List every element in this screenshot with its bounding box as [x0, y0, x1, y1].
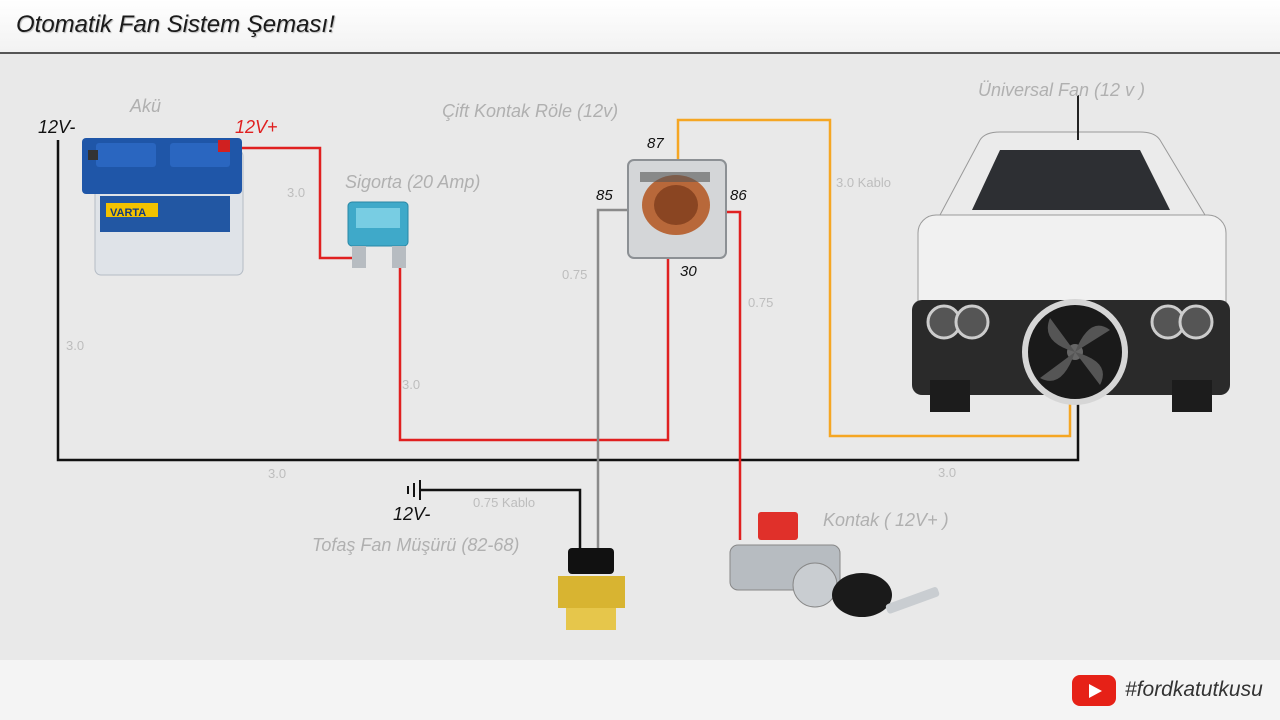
footer	[0, 660, 1280, 720]
wire-ground-main	[56, 140, 1080, 462]
car-icon	[912, 95, 1230, 412]
fuse-label: Sigorta (20 Amp)	[345, 172, 480, 192]
wire-label-bat-ground: 3.0	[66, 338, 84, 353]
wire-battery-fuse	[230, 146, 352, 260]
relay-pin-86: 86	[730, 187, 747, 204]
wire-label-fuse-relay: 3.0	[402, 377, 420, 392]
ground-symbol	[407, 480, 421, 500]
wire-label-bat-fuse: 3.0	[287, 185, 305, 200]
wire-relay85-sensor	[596, 208, 630, 560]
channel-hashtag[interactable]: #fordkatutkusu	[1125, 678, 1263, 701]
wire-label-ground-left: 3.0	[268, 466, 286, 481]
relay-pin-87: 87	[647, 135, 664, 152]
title-bar: Otomatik Fan Sistem Şeması!	[0, 0, 1280, 54]
wire-sensor-ground	[420, 488, 582, 560]
youtube-icon[interactable]	[1072, 675, 1116, 706]
sensor-label: Tofaş Fan Müşürü (82-68)	[312, 535, 519, 555]
relay-label: Çift Kontak Röle (12v)	[442, 101, 618, 121]
fuse-icon	[347, 201, 409, 268]
page-title: Otomatik Fan Sistem Şeması!	[16, 11, 335, 38]
sensor-ground-label: 12V-	[393, 504, 430, 524]
battery-brand: VARTA	[110, 207, 146, 219]
wire-label-relay-fan: 3.0 Kablo	[836, 175, 891, 190]
temperature-sensor-icon	[558, 548, 625, 630]
wire-label-ground-right: 3.0	[938, 465, 956, 480]
wire-relay87-fan	[676, 118, 1072, 438]
ignition-label: Kontak ( 12V+ )	[823, 510, 949, 530]
fan-icon	[1022, 299, 1128, 405]
relay-pin-30: 30	[680, 263, 697, 280]
wire-label-sensor-ground: 0.75 Kablo	[473, 495, 535, 510]
wire-relay86-ignition	[725, 210, 742, 540]
wire-label-relay86: 0.75	[748, 295, 773, 310]
fan-label: Üniversal Fan (12 v )	[978, 80, 1145, 100]
battery-icon	[82, 138, 244, 276]
ignition-switch-icon	[729, 512, 940, 617]
relay-pin-85: 85	[596, 187, 613, 204]
battery-negative-label: 12V-	[38, 117, 75, 137]
battery-positive-label: 12V+	[235, 117, 278, 137]
battery-label: Akü	[129, 96, 161, 116]
wire-label-relay85: 0.75	[562, 267, 587, 282]
wire-fuse-relay30	[398, 252, 670, 442]
relay-icon	[627, 159, 727, 259]
